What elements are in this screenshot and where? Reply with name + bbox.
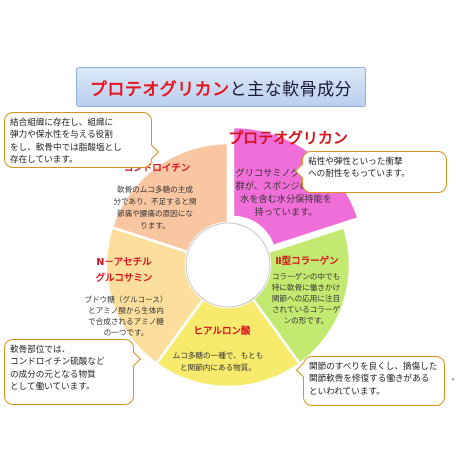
segment-label-n-acetyl: N－アセチル	[96, 257, 152, 268]
segment-label-type2-collagen: Ⅱ型コラーゲン	[275, 255, 338, 267]
wheel-center	[185, 222, 271, 308]
callout-line: 弾力や保水性を与える役割	[10, 130, 113, 141]
callout-line: 粘性や弾性といった衝撃	[308, 157, 403, 167]
segment-label-hyaluronic-acid: ヒアルロン酸	[194, 325, 251, 337]
segment-text-line: で合成されるアミノ糖	[88, 316, 164, 326]
title-main: プロテオグリカン	[89, 79, 230, 100]
diagram-title: プロテオグリカンと主な軟骨成分	[76, 67, 366, 107]
callout-line: 関節軟骨を修復する働きがある	[309, 374, 430, 385]
title-rest: と主な軟骨成分	[229, 79, 353, 100]
segment-label-glucosamine: グルコサミン	[96, 272, 153, 284]
callout-line: をし、軟骨中では脂酸塩とし	[10, 142, 122, 153]
callout-line: 結合組織に存在し、組織に	[10, 118, 114, 128]
segment-text-line: 関節への応用に注目	[272, 293, 340, 303]
callout-glucosamine: 軟骨部位では、 コンドロイチン硫酸など の成分の元となる物質 として働いています…	[4, 339, 134, 405]
segment-label-proteoglycan: プロテオグリカン	[228, 129, 348, 147]
segment-text-line: の一つです。	[104, 328, 149, 337]
callout-line: の成分の元となる物質	[10, 369, 96, 380]
segment-proteoglycan	[231, 125, 361, 248]
segment-text-line: 特に軟骨に働きかけ	[272, 282, 340, 292]
segment-label-chondroitin: コンドロイチン	[124, 163, 191, 174]
callout-line: 関節のすべりを良くし、摘傷した	[309, 362, 438, 372]
segment-text-line: とアミノ酸から生体内	[88, 305, 164, 315]
callout-chondroitin: 結合組織に存在し、組織に 弾力や保水性を与える役割 をし、軟骨中では脂酸塩とし …	[4, 112, 152, 168]
callout-line: として働いています。	[10, 382, 95, 393]
segment-text-line: 水を含む水分保持能を	[240, 193, 332, 205]
segment-text-line: 持っています。	[255, 206, 318, 218]
callout-line: 軟骨部位では、	[10, 345, 71, 355]
segment-text-line: ンの形です。	[284, 316, 329, 325]
callout-line: への耐性をもっています。	[308, 169, 410, 180]
segment-text-line: と関節内にある物質。	[180, 362, 256, 372]
segment-text-line: されているコラーゲ	[272, 305, 341, 314]
stray-dot: ・	[449, 374, 456, 385]
callout-line: といわれています。	[309, 386, 385, 397]
segment-text-line: 節痛や腰痛の原因にな	[117, 208, 193, 218]
segment-text-line: 分であり、不足すると関	[113, 197, 196, 206]
segment-text-line: 軟骨のムコ多糖の主成	[117, 184, 193, 194]
callout-hyaluronic: 関節のすべりを良くし、摘傷した 関節軟骨を修復する働きがある といわれています。	[303, 356, 445, 406]
segment-text-line: ります。	[140, 221, 170, 230]
callout-line: コンドロイチン硫酸など	[10, 357, 105, 368]
callout-line: 存在しています。	[10, 155, 78, 166]
segment-text-line: コラーゲンの中でも	[272, 271, 340, 281]
callout-proteoglycan: 粘性や弾性といった衝撃 への耐性をもっています。	[302, 151, 447, 193]
segment-text-line: ブドウ糖（グルコース）	[85, 294, 168, 304]
segment-text-line: ムコ多糖の一種で、もとも	[173, 350, 264, 360]
